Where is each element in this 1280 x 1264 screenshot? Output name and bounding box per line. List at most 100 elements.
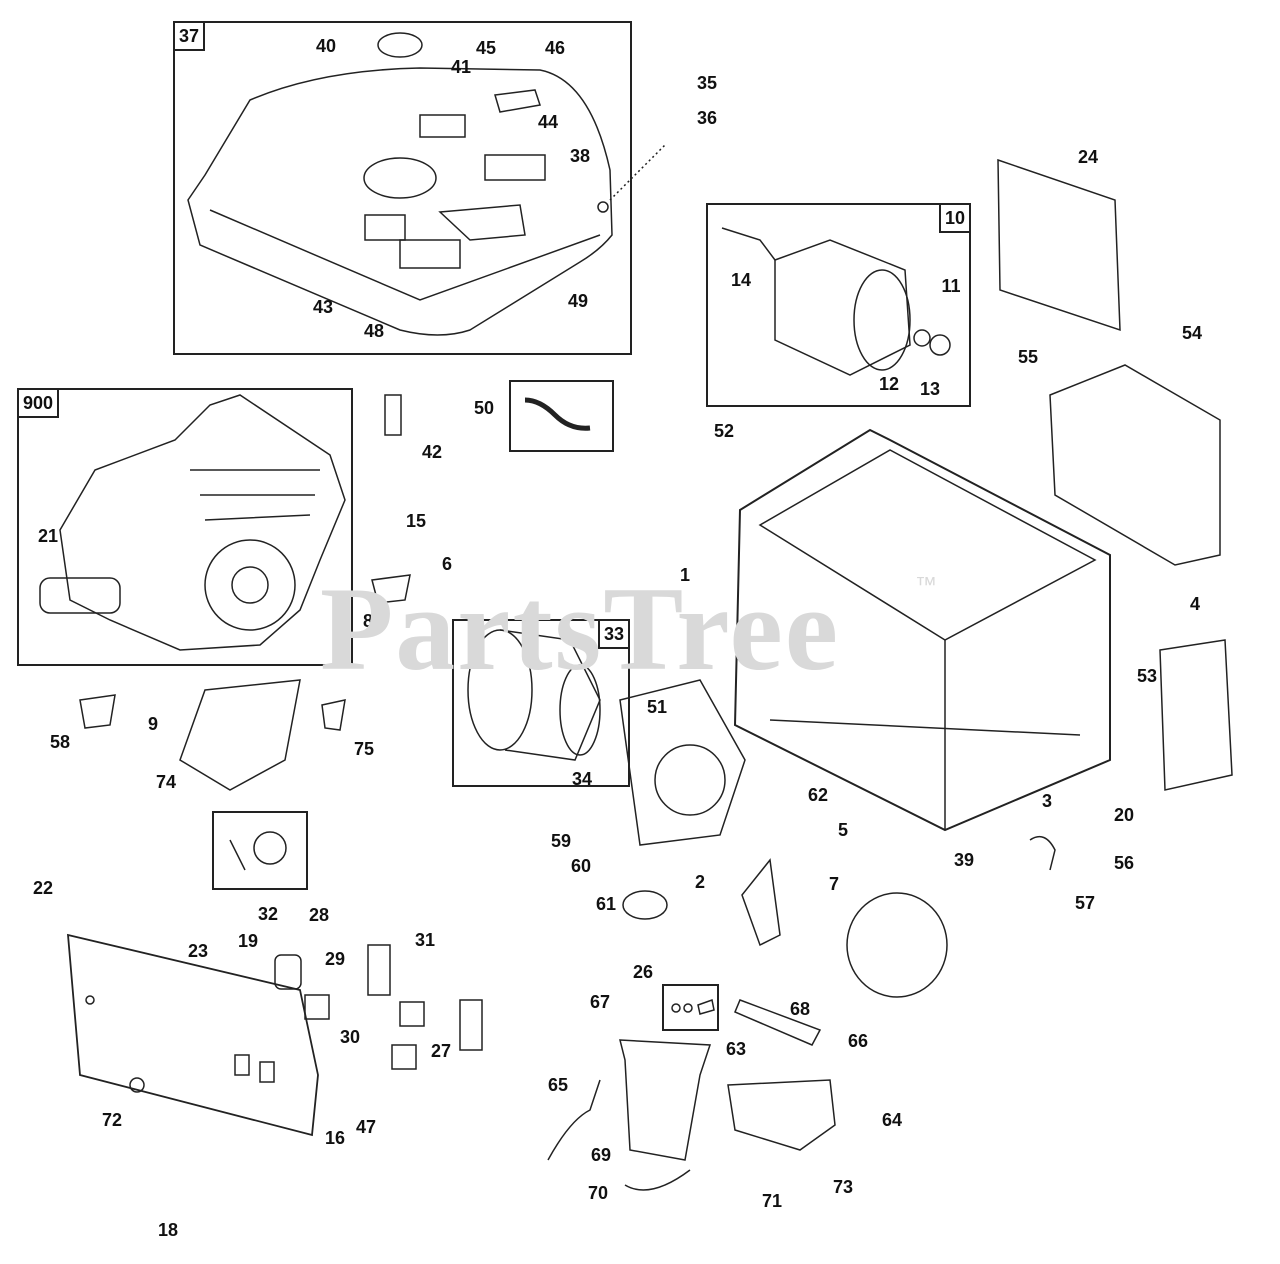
callout-32: 32 xyxy=(258,904,278,924)
callout-7: 7 xyxy=(829,874,839,894)
fuel-hose xyxy=(524,397,591,431)
grille-panel-55 xyxy=(997,158,1121,332)
callout-54: 54 xyxy=(1182,323,1202,343)
box-50-frame xyxy=(509,380,614,452)
frame-top xyxy=(758,449,1097,641)
frame-group xyxy=(733,428,1111,832)
decal-41 xyxy=(419,114,466,138)
callout-58: 58 xyxy=(50,732,70,752)
box-900-frame xyxy=(17,388,353,666)
callout-50: 50 xyxy=(474,398,494,418)
spark-arrestor-12 xyxy=(913,329,931,347)
callout-65: 65 xyxy=(548,1075,568,1095)
callout-72: 72 xyxy=(102,1110,122,1130)
callout-28: 28 xyxy=(309,905,329,925)
callout-39: 39 xyxy=(954,850,974,870)
callout-75: 75 xyxy=(354,739,374,759)
rotor-body xyxy=(499,629,601,761)
frame-rail xyxy=(769,719,1081,736)
hardware-group xyxy=(662,984,719,1031)
stator xyxy=(467,629,533,751)
battery-73 xyxy=(619,1039,712,1161)
fuel-gauge xyxy=(438,204,526,241)
callout-31: 31 xyxy=(415,930,435,950)
breaker-26a xyxy=(399,1001,425,1027)
callout-11: 11 xyxy=(941,276,960,296)
callout-5: 5 xyxy=(838,820,848,840)
callout-66: 66 xyxy=(848,1031,868,1051)
box-label-text: 10 xyxy=(945,208,965,228)
callout-53: 53 xyxy=(1137,666,1157,686)
callout-23: 23 xyxy=(188,941,208,961)
callout-71: 71 xyxy=(762,1191,782,1211)
engine-hub xyxy=(231,566,269,604)
endbell-34 xyxy=(619,679,746,846)
tank-bracket-45 xyxy=(494,89,541,113)
panel-hole xyxy=(85,995,95,1005)
panel-cutout-b xyxy=(259,1061,275,1083)
alternator-group xyxy=(452,619,630,787)
outlet-30a xyxy=(367,944,391,996)
grille-53 xyxy=(1159,639,1233,791)
engine-group xyxy=(17,388,353,666)
decal-43 xyxy=(364,214,406,241)
box-label-37: 37 xyxy=(173,21,205,51)
callout-49: 49 xyxy=(568,291,588,311)
callout-45: 45 xyxy=(476,38,496,58)
callout-73: 73 xyxy=(833,1177,853,1197)
callout-63: 63 xyxy=(726,1039,746,1059)
fuel-valve-42 xyxy=(384,394,402,436)
gasket-11 xyxy=(929,334,951,356)
box-25-frame xyxy=(212,811,308,890)
box-67-frame xyxy=(662,984,719,1031)
callout-3: 3 xyxy=(1042,791,1052,811)
callout-19: 19 xyxy=(238,931,258,951)
decal-44 xyxy=(484,154,546,181)
panel-cutout-a xyxy=(234,1054,250,1076)
callout-1: 1 xyxy=(680,565,690,585)
callout-27: 27 xyxy=(431,1041,451,1061)
fuel-tank-body xyxy=(187,67,613,336)
battery-tray-70 xyxy=(727,1079,836,1151)
tube-frame xyxy=(733,428,1111,832)
callout-2: 2 xyxy=(695,872,705,892)
battery-cable-71 xyxy=(624,1169,691,1191)
callout-47: 47 xyxy=(356,1117,376,1137)
callout-15: 15 xyxy=(406,511,426,531)
callout-57: 57 xyxy=(1075,893,1095,913)
callout-34: 34 xyxy=(572,769,592,789)
fuse-holder-47 xyxy=(129,1077,145,1093)
callout-51: 51 xyxy=(647,697,667,717)
callout-42: 42 xyxy=(422,442,442,462)
starter-motor-51 xyxy=(39,577,121,614)
callout-9: 9 xyxy=(148,714,158,734)
fuel-cap xyxy=(377,32,423,58)
fuel-tank-seam xyxy=(209,209,601,301)
leader-38 xyxy=(609,144,666,201)
nut-67a xyxy=(671,1003,681,1013)
ignition-switch xyxy=(253,831,287,865)
box-label-900: 900 xyxy=(17,388,59,418)
rotor-end xyxy=(559,664,601,756)
callout-21: 21 xyxy=(38,526,58,546)
box-label-text: 37 xyxy=(179,26,199,46)
bolt-67 xyxy=(697,999,715,1015)
callout-43: 43 xyxy=(313,297,333,317)
box-label-10: 10 xyxy=(939,203,971,233)
callout-44: 44 xyxy=(538,112,558,132)
switch-group xyxy=(212,811,308,890)
callout-13: 13 xyxy=(920,379,940,399)
engine-fins xyxy=(190,469,320,521)
callout-48: 48 xyxy=(364,321,384,341)
fuel-tank-neck xyxy=(363,157,437,199)
callout-26: 26 xyxy=(633,962,653,982)
callout-12: 12 xyxy=(879,374,899,394)
brush-assy-7 xyxy=(741,858,781,947)
callout-59: 59 xyxy=(551,831,571,851)
muffler-group xyxy=(706,203,971,407)
box-label-33: 33 xyxy=(598,619,630,649)
muffler-body xyxy=(774,239,911,376)
outlet-30b xyxy=(459,999,483,1051)
